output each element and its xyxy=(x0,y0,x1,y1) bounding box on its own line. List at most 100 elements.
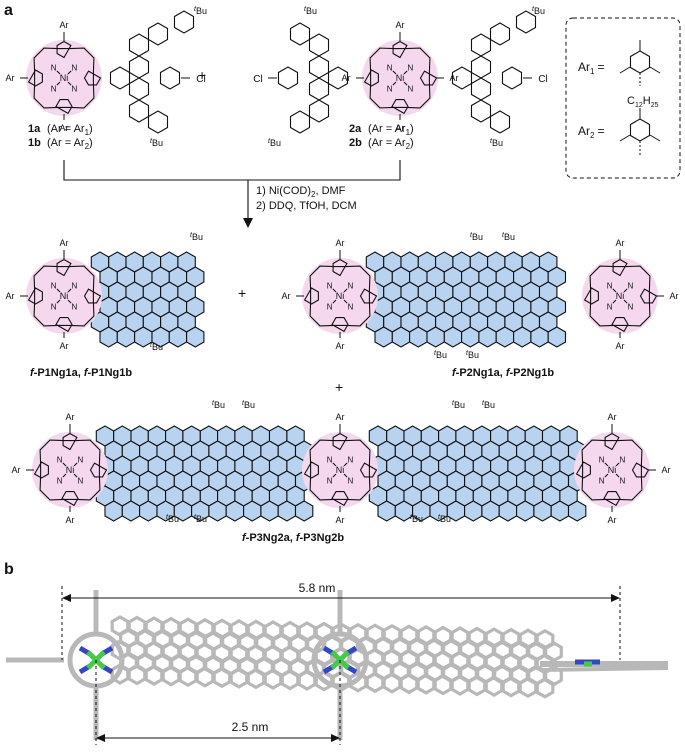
pyrrole-ring xyxy=(89,462,108,478)
nitrogen-atom: N xyxy=(348,282,354,291)
pyrrole-ring xyxy=(359,462,378,478)
nitrogen-atom: N xyxy=(348,302,354,311)
pyrrole-ring xyxy=(303,461,319,479)
ni-n-bond xyxy=(615,473,620,478)
nitrogen-atom: N xyxy=(620,476,626,485)
ar-substituent: Ar xyxy=(60,238,69,248)
pyrrole-ring xyxy=(33,461,49,479)
ni-n-bond xyxy=(623,299,628,304)
ni-n-bond xyxy=(623,288,628,293)
pyrrole-ring xyxy=(55,99,73,115)
nitrogen-atom: N xyxy=(72,282,78,291)
graphene-p3-left xyxy=(95,425,314,522)
tbu-group: tBu xyxy=(190,232,203,242)
ar-substituent: Ar xyxy=(336,412,345,422)
ar-substituent: Ar xyxy=(6,291,15,301)
chlorine-atom: Cl xyxy=(196,74,205,85)
dimension-label-short: 2.5 nm xyxy=(232,720,269,734)
nitrogen-atom: N xyxy=(607,302,613,311)
graphene-hexagon xyxy=(516,500,535,522)
ar-substituent: Ar xyxy=(336,515,345,525)
ni-n-bond xyxy=(343,288,348,293)
ar-substituent: Ar xyxy=(12,465,21,475)
ni-n-bond xyxy=(67,288,72,293)
ar-substituent: Ar xyxy=(342,73,351,83)
nickel-atom: Ni xyxy=(60,73,69,83)
ar-substituent: Ar xyxy=(336,341,345,351)
nitrogen-atom: N xyxy=(72,84,78,93)
graphene-p1 xyxy=(90,251,205,348)
ar-substituent: Ar xyxy=(66,515,75,525)
ar-substituent: Ar xyxy=(282,291,291,301)
graphene-hexagon xyxy=(121,500,141,522)
nitrogen-atom: N xyxy=(51,64,57,73)
tbu-group: tBu xyxy=(438,514,451,524)
nitrogen-atom: N xyxy=(327,302,333,311)
tbu-group: tBu xyxy=(194,514,207,524)
tbu-group: tBu xyxy=(452,400,465,410)
porphyrin-fill xyxy=(302,258,378,334)
ar-substituent: Ar xyxy=(6,73,15,83)
tbu-group: tBu xyxy=(532,6,545,16)
plus-sign-1: + xyxy=(198,67,206,83)
pyrrole-ring xyxy=(27,287,43,305)
ar-substituent: Ar xyxy=(60,123,69,133)
pyrrole-ring xyxy=(331,317,349,333)
nitrogen-atom: N xyxy=(78,456,84,465)
ni-n-bond xyxy=(332,473,337,478)
pyrrole-ring xyxy=(363,69,379,87)
pyrrole-ring xyxy=(56,40,72,59)
chlorine-atom: Cl xyxy=(253,74,262,85)
tbu-group: tBu xyxy=(502,232,515,242)
pyrrole-ring xyxy=(56,258,72,277)
ar-substituent: Ar xyxy=(60,20,69,30)
ni-n-bond xyxy=(62,473,67,478)
graphene-hexagon xyxy=(260,500,279,522)
ni-n-bond xyxy=(73,462,78,467)
ar-substituent: Ar xyxy=(396,123,405,133)
product-p3-label: f-P3Ng2a, f-P3Ng2b xyxy=(242,532,344,544)
nitrogen-atom: N xyxy=(72,64,78,73)
nitrogen-atom: N xyxy=(348,476,354,485)
mesityl-structure xyxy=(619,40,661,86)
reaction-step-1: 1) Ni(COD)2, DMF xyxy=(256,185,346,199)
graphene-hexagon xyxy=(277,500,297,522)
tbu-group: tBu xyxy=(166,514,179,524)
tbu-group: tBu xyxy=(434,350,447,360)
pyrrole-ring xyxy=(391,99,409,115)
ar-substituent: Ar xyxy=(670,291,679,301)
pyrrole-ring xyxy=(83,70,102,86)
pyrrole-ring xyxy=(603,491,621,507)
nitrogen-atom: N xyxy=(387,84,393,93)
pyrrole-ring xyxy=(604,432,620,451)
tbu-group: tBu xyxy=(194,6,207,16)
tbu-group: tBu xyxy=(482,400,495,410)
nitrogen-atom: N xyxy=(348,456,354,465)
graphene-hexagon xyxy=(294,500,314,522)
graphene-p2 xyxy=(365,251,567,348)
graphene-hexagon xyxy=(374,326,393,348)
compound-1a-note: (Ar = Ar1) xyxy=(47,123,93,137)
methyl-bond xyxy=(649,134,661,142)
tbu-group: tBu xyxy=(410,514,423,524)
ar-substituent: Ar xyxy=(608,515,617,525)
graphene-hexagon xyxy=(208,500,227,522)
nitrogen-atom: N xyxy=(57,456,63,465)
ni-n-bond xyxy=(332,288,337,293)
ni-n-bond xyxy=(67,70,72,75)
porphyrin-fill xyxy=(362,40,438,116)
graphene-hexagon xyxy=(443,326,463,348)
ni-n-bond xyxy=(392,70,397,75)
reaction-step-2: 2) DDQ, TfOH, DCM xyxy=(256,200,357,212)
compound-1b-note: (Ar = Ar2) xyxy=(47,137,93,151)
nitrogen-atom: N xyxy=(78,476,84,485)
ni-n-bond xyxy=(403,81,408,86)
tbu-group: tBu xyxy=(150,342,163,352)
